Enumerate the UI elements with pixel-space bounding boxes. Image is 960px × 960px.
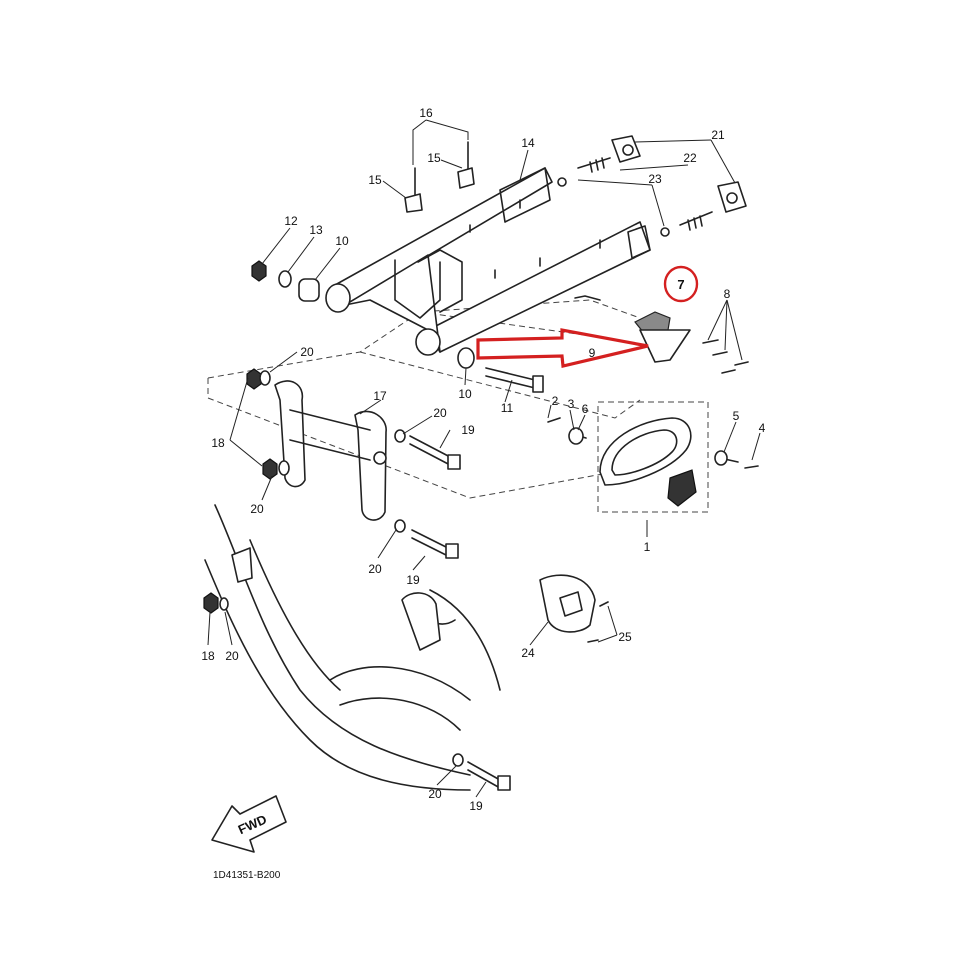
callout-9: 9 [589,346,596,360]
callout-18-b: 18 [201,649,215,663]
callout-20-e: 20 [225,649,239,663]
callout-24: 24 [521,646,535,660]
small-bolts-top [404,141,475,213]
callout-14: 14 [521,136,535,150]
callout-3: 3 [568,397,575,411]
callout-15-left: 15 [368,173,382,187]
pivot-bolt [485,367,544,393]
leader-lines [207,119,761,798]
callout-22: 22 [683,151,697,165]
callout-10-top: 10 [335,234,349,248]
callout-21: 21 [711,128,725,142]
frame-outline [203,504,511,791]
highlight-ring [663,265,699,303]
chain-adjusters [557,135,747,237]
callout-11: 11 [501,401,514,415]
callout-17: 17 [373,389,387,403]
callout-19-a: 19 [461,423,475,437]
callout-10-bottom: 10 [458,387,472,401]
callout-6: 6 [582,402,589,416]
callout-5: 5 [733,409,740,423]
callout-20-d: 20 [368,562,382,576]
chain-guide-part-7 [634,311,749,374]
diagram-code: 1D41351-B200 [213,870,281,881]
callout-18-a: 18 [211,436,225,450]
callout-1: 1 [644,540,651,554]
callout-8: 8 [724,287,731,301]
caliper-bracket [539,574,609,643]
callout-numbers: 16 15 15 14 12 13 10 21 22 23 7 8 9 20 1… [201,106,765,813]
callout-16: 16 [419,106,433,120]
highlight-arrow [476,328,649,368]
callout-4: 4 [759,421,766,435]
callout-23: 23 [648,172,662,186]
callout-19-b: 19 [406,573,420,587]
callout-20-b: 20 [433,406,447,420]
pivot-parts-left [251,260,475,369]
callout-20-c: 20 [250,502,264,516]
callout-19-c: 19 [469,799,483,813]
callout-7: 7 [677,277,684,292]
callout-25: 25 [618,630,632,644]
callout-15-right: 15 [427,151,441,165]
part-7-highlight [476,265,699,368]
sprocket-cover [547,417,759,507]
rear-linkage [246,368,461,559]
swingarm [325,167,651,356]
callout-20-a: 20 [300,345,314,359]
callout-20-f: 20 [428,787,442,801]
callout-13: 13 [309,223,323,237]
callout-2: 2 [552,394,559,408]
forward-direction-arrow: FWD [211,795,287,853]
callout-12: 12 [284,214,298,228]
